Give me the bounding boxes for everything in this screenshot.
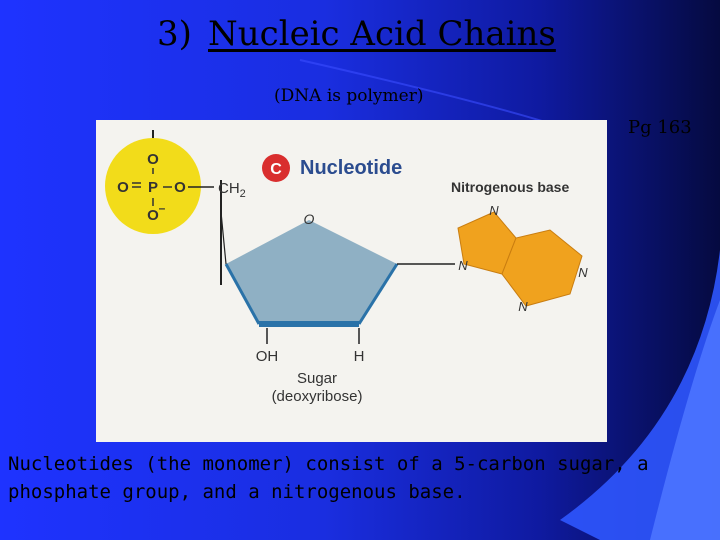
base-five-ring — [457, 211, 517, 275]
h-label: H — [354, 348, 365, 365]
sugar-label: Sugar — [297, 370, 337, 387]
slide-caption: Nucleotides (the monomer) consist of a 5… — [8, 453, 649, 503]
phosphate-p: P — [148, 179, 158, 196]
sugar-sublabel: (deoxyribose) — [272, 388, 363, 405]
badge-letter: C — [270, 161, 282, 178]
nucleotide-figure: O O P O O – CH2 C Nucleotide O OH H Suga — [96, 120, 607, 442]
title-number: 3) — [157, 14, 192, 54]
title-text: Nucleic Acid Chains — [208, 14, 556, 54]
phosphate-o-top: O — [147, 151, 159, 168]
phosphate-o-left: O — [117, 179, 129, 196]
phosphate-o-right: O — [174, 179, 186, 196]
phosphate-o-bottom: O — [147, 207, 159, 224]
ch2-label: CH2 — [218, 180, 246, 200]
ring-oxygen: O — [304, 211, 315, 227]
figure-heading: Nucleotide — [300, 157, 402, 179]
oh-label: OH — [256, 348, 279, 365]
badge-circle — [262, 154, 290, 182]
phosphate-charge: – — [159, 201, 166, 215]
base-n-left: N — [458, 258, 468, 273]
base-label: Nitrogenous base — [451, 179, 569, 195]
base-six-ring — [501, 229, 583, 307]
phosphate-group — [105, 138, 201, 234]
nucleotide-diagram: O O P O O – CH2 C Nucleotide O OH H Suga — [105, 130, 588, 405]
page-reference: Pg 163 — [628, 117, 692, 138]
base-n-top: N — [489, 203, 499, 218]
slide-subtitle: (DNA is polymer) — [274, 86, 424, 106]
base-n-bottom: N — [518, 299, 528, 314]
base-n-right: N — [578, 265, 588, 280]
sugar-ring — [226, 220, 397, 324]
